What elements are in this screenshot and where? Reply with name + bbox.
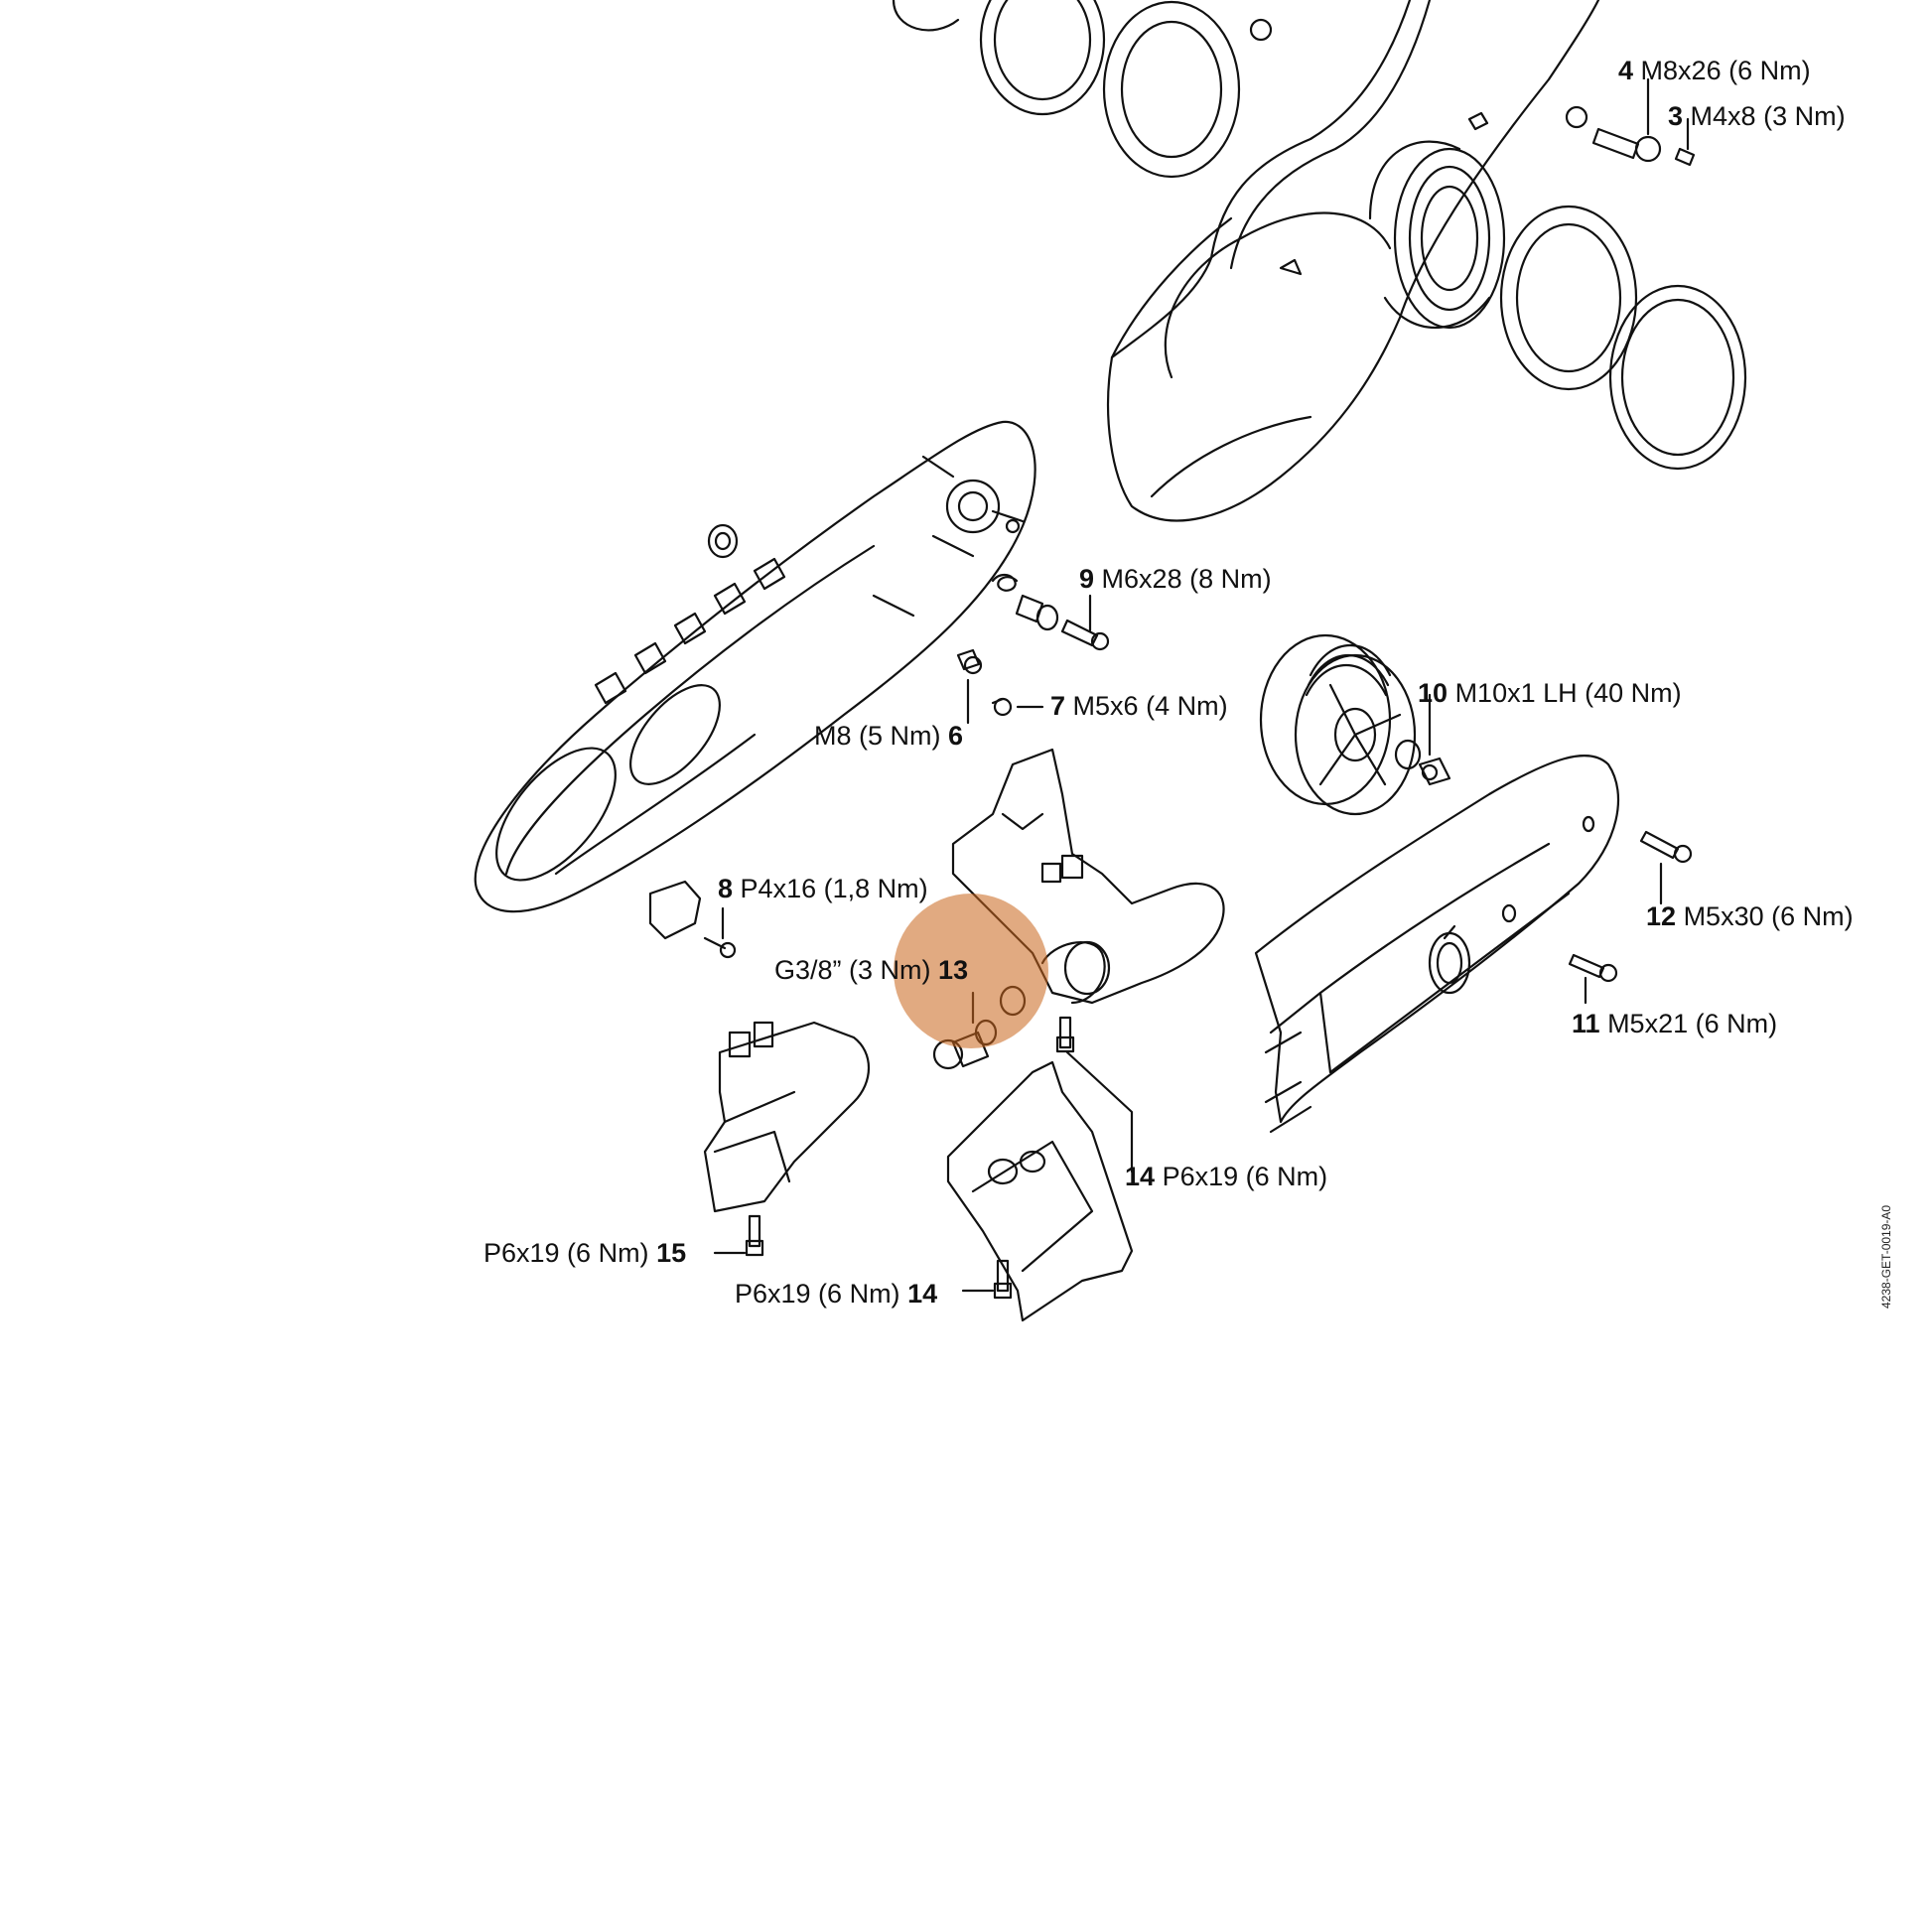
pulley-10 bbox=[1259, 633, 1451, 816]
bolt-14-lower bbox=[961, 1259, 1013, 1300]
bracket-8 bbox=[648, 880, 737, 959]
bolt-4-and-3 bbox=[1565, 77, 1696, 167]
bolt-12 bbox=[1639, 830, 1693, 905]
callout-4: 4 M8x26 (6 Nm) bbox=[1618, 56, 1811, 85]
callout-7: 7 M5x6 (4 Nm) bbox=[1050, 691, 1228, 721]
highlight-circle-13[interactable] bbox=[898, 898, 1043, 1043]
document-id: 4238-GET-0019-A0 bbox=[1879, 1204, 1893, 1309]
bolt-7 bbox=[991, 697, 1044, 717]
belt-arm-housing bbox=[474, 420, 1036, 913]
callout-6: M8 (5 Nm) 6 bbox=[814, 721, 964, 751]
callout-11: 11 M5x21 (6 Nm) bbox=[1572, 1009, 1778, 1038]
bolt-15 bbox=[713, 1214, 764, 1257]
callout-14-lower: P6x19 (6 Nm) 14 bbox=[735, 1279, 938, 1309]
handle-bracket bbox=[703, 1021, 871, 1213]
guard-plate-lower bbox=[946, 1060, 1134, 1322]
callout-8: 8 P4x16 (1,8 Nm) bbox=[718, 874, 928, 903]
tensioner-housing bbox=[951, 748, 1225, 1005]
belt-cover-right bbox=[1254, 755, 1620, 1134]
callout-15: P6x19 (6 Nm) 15 bbox=[483, 1238, 687, 1268]
callout-3: 3 M4x8 (3 Nm) bbox=[1668, 101, 1846, 131]
bolt-6 bbox=[956, 648, 983, 725]
callout-13: G3/8” (3 Nm) 13 bbox=[774, 955, 969, 985]
washers-top bbox=[892, 0, 1747, 471]
small-nut-top-left bbox=[707, 523, 739, 559]
callout-9: 9 M6x28 (8 Nm) bbox=[1079, 564, 1272, 594]
spring-and-bolt-9 bbox=[991, 573, 1110, 651]
callout-14-upper: 14 P6x19 (6 Nm) bbox=[1125, 1162, 1328, 1191]
flange-hub bbox=[1368, 140, 1506, 330]
bolt-14-upper bbox=[1055, 1016, 1134, 1173]
callout-12: 12 M5x30 (6 Nm) bbox=[1646, 901, 1854, 931]
bolt-11 bbox=[1568, 953, 1618, 1005]
blade-guard-assembly bbox=[1107, 0, 1600, 522]
callout-10: 10 M10x1 LH (40 Nm) bbox=[1418, 678, 1682, 708]
